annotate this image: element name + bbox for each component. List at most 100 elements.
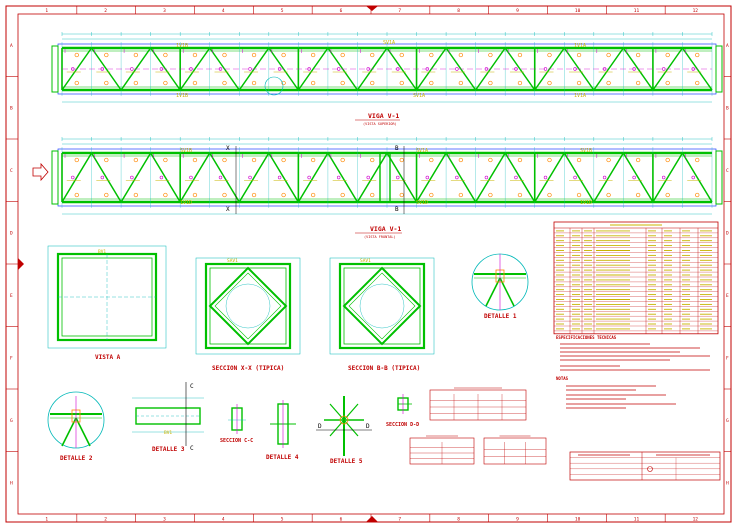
weld-marker xyxy=(281,192,286,198)
weld-marker xyxy=(429,157,434,163)
mark-sv1b: SV1B xyxy=(180,148,192,154)
detalle-3-mark: BV1 xyxy=(164,430,172,436)
center-arrow-left xyxy=(18,258,24,270)
seccion-xx-drawing xyxy=(195,257,301,355)
grid-column-label: 2 xyxy=(104,8,107,14)
grid-column-label: 10 xyxy=(575,517,581,523)
grid-column-label: 4 xyxy=(222,8,225,14)
diagonal-member xyxy=(297,152,329,203)
specs-title: ESPECIFICACIONES TECNICAS xyxy=(556,335,617,340)
detalle-4-drawing xyxy=(270,400,296,448)
weld-marker xyxy=(576,80,582,86)
grid-column-label: 9 xyxy=(516,517,519,523)
section-mark-x-top: X xyxy=(226,145,230,152)
detalle-3-drawing xyxy=(132,382,204,446)
weld-marker xyxy=(104,52,109,58)
weld-marker xyxy=(517,157,523,163)
grid-column-label: 9 xyxy=(516,8,519,14)
weld-marker xyxy=(163,80,168,86)
diagonal-member xyxy=(90,47,122,91)
weld-marker xyxy=(310,52,316,58)
bolt-marker xyxy=(425,175,430,180)
bolt-marker xyxy=(602,175,607,180)
weld-marker xyxy=(399,192,404,198)
bolt-marker xyxy=(366,175,370,180)
mark-1v1d: 1V1D xyxy=(180,200,192,206)
weld-marker xyxy=(488,192,493,198)
view-a-arrow xyxy=(32,162,49,182)
weld-marker xyxy=(222,192,227,198)
grid-row-label: F xyxy=(10,355,13,361)
diagonal-member xyxy=(120,152,152,203)
bolt-marker xyxy=(248,175,252,180)
section-mark-d-right: D xyxy=(366,423,370,430)
weld-marker xyxy=(104,157,109,163)
diagonal-member xyxy=(563,152,595,203)
plate-table xyxy=(483,437,547,465)
grid-row-label: G xyxy=(726,418,729,424)
weld-marker xyxy=(192,157,198,163)
grid-column-label: 5 xyxy=(281,8,284,14)
mark-1v1a: 1V1A xyxy=(574,43,586,49)
diagonal-member xyxy=(474,152,506,203)
weld-marker xyxy=(547,52,552,58)
grid-row-label: D xyxy=(10,230,13,236)
section-mark-b-bottom: B xyxy=(395,206,399,213)
seccion-xx-title: SECCION X-X (TIPICA) xyxy=(212,365,284,372)
mark-sv1a-front: SV1A xyxy=(416,148,428,154)
weld-marker xyxy=(635,157,641,163)
weld-marker xyxy=(429,52,434,58)
weld-marker xyxy=(695,80,700,86)
weld-marker xyxy=(635,192,641,198)
grid-column-label: 7 xyxy=(398,8,401,14)
vista-a-title: VISTA A xyxy=(95,354,121,361)
diagonal-member xyxy=(652,152,684,203)
weld-marker xyxy=(458,192,464,198)
bolt-marker xyxy=(484,175,489,180)
grid-column-label: 12 xyxy=(693,8,699,14)
vista-a-mark: BV1 xyxy=(98,249,106,255)
weld-marker xyxy=(133,157,139,163)
title-block-border xyxy=(569,451,721,481)
bolt-marker xyxy=(159,175,164,180)
diagonal-member xyxy=(415,152,447,203)
bolt-marker xyxy=(336,175,341,180)
weld-marker xyxy=(458,80,464,86)
weld-marker xyxy=(310,192,316,198)
weld-marker xyxy=(310,80,316,86)
grid-row-label: A xyxy=(10,43,13,49)
weld-marker xyxy=(429,80,434,86)
weld-marker xyxy=(606,157,611,163)
viga-front-title: VIGA V-1 xyxy=(370,225,401,233)
weld-marker xyxy=(222,80,227,86)
weld-marker xyxy=(517,192,523,198)
section-mark-d-left: D xyxy=(318,423,322,430)
weld-marker xyxy=(163,192,168,198)
diagonal-member xyxy=(149,152,181,203)
weld-marker xyxy=(635,52,641,58)
bolt-marker xyxy=(543,175,548,180)
detalle-5-title: DETALLE 5 xyxy=(330,458,363,465)
grid-row-label: H xyxy=(10,480,13,486)
weld-marker xyxy=(517,52,523,58)
detalle-2-title: DETALLE 2 xyxy=(60,455,93,462)
grid-row-label: B xyxy=(726,105,729,111)
bolt-marker xyxy=(632,175,636,180)
weld-marker xyxy=(74,157,79,163)
end-plate-left xyxy=(51,45,59,93)
weld-marker xyxy=(576,192,582,198)
section-mark-c-top: C xyxy=(190,383,194,390)
diagonal-member xyxy=(445,152,477,203)
grid-column-label: 4 xyxy=(222,517,225,523)
grid-row-label: C xyxy=(726,168,729,174)
grid-column-label: 5 xyxy=(281,517,284,523)
weld-marker xyxy=(192,52,198,58)
bolt-marker xyxy=(71,175,75,180)
symbol-circle xyxy=(647,466,653,472)
diagonal-member xyxy=(209,152,240,203)
grid-row-label: G xyxy=(10,418,13,424)
weld-marker xyxy=(340,192,345,198)
bolt-marker xyxy=(661,67,666,71)
weld-marker xyxy=(251,80,257,86)
